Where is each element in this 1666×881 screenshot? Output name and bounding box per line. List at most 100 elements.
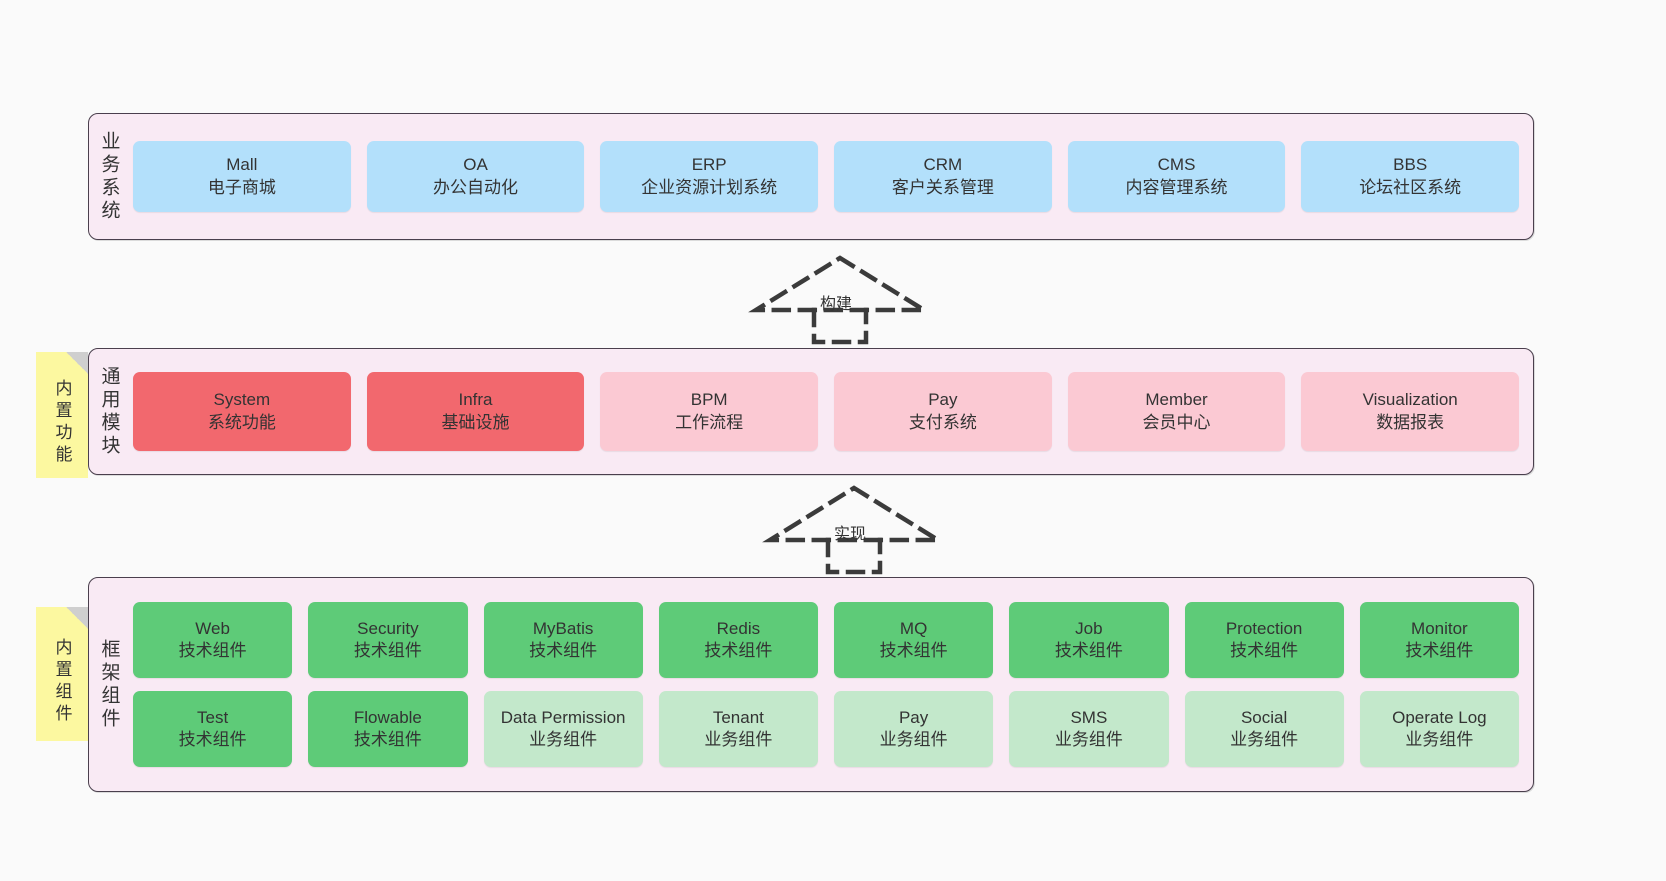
card-flowable[interactable]: Flowable 技术组件 <box>308 691 468 767</box>
card-subtitle: 业务组件 <box>1230 730 1299 749</box>
card-subtitle: 系统功能 <box>207 412 276 432</box>
layer-common-modules[interactable]: 通用模块 System 系统功能 Infra 基础设施 BPM 工作流程 Pay… <box>88 348 1534 475</box>
generalization-arrow-icon <box>748 255 932 345</box>
card-subtitle: 会员中心 <box>1142 412 1211 432</box>
card-title: ERP <box>691 155 727 175</box>
card-crm[interactable]: CRM 客户关系管理 <box>834 141 1052 212</box>
card-title: OA <box>463 155 488 175</box>
card-title: Social <box>1240 707 1288 727</box>
connector-build: 构建 <box>748 254 932 345</box>
card-title: Web <box>195 618 230 638</box>
card-row: Test 技术组件 Flowable 技术组件 Data Permission … <box>133 691 1519 767</box>
card-title: System <box>213 390 271 410</box>
card-title: Job <box>1075 618 1103 638</box>
card-subtitle: 客户关系管理 <box>891 177 994 197</box>
card-tenant[interactable]: Tenant 业务组件 <box>658 691 818 767</box>
layer-title-frame: 框架组件 <box>98 638 120 731</box>
card-title: CRM <box>923 155 963 175</box>
card-subtitle: 业务组件 <box>879 730 948 749</box>
card-row: Web 技术组件 Security 技术组件 MyBatis 技术组件 Redi… <box>133 602 1519 678</box>
card-mall[interactable]: Mall 电子商城 <box>133 141 351 212</box>
layer-business-systems[interactable]: 业务系统 Mall 电子商城 OA 办公自动化 ERP 企业资源计划系统 CRM… <box>88 113 1534 240</box>
card-title: MyBatis <box>532 618 594 638</box>
folded-corner-icon <box>66 607 88 629</box>
connector-implement: 实现 <box>762 484 946 575</box>
card-subtitle: 技术组件 <box>1054 641 1123 660</box>
card-title: Member <box>1145 390 1208 410</box>
card-test[interactable]: Test 技术组件 <box>133 691 293 767</box>
layer-body-common: System 系统功能 Infra 基础设施 BPM 工作流程 Pay 支付系统… <box>129 349 1533 474</box>
card-title: Monitor <box>1411 618 1468 638</box>
sticky-note-builtin-component[interactable]: 内置组件 <box>36 607 88 741</box>
card-erp[interactable]: ERP 企业资源计划系统 <box>600 141 819 212</box>
card-mybatis[interactable]: MyBatis 技术组件 <box>483 602 643 678</box>
card-social[interactable]: Social 业务组件 <box>1184 691 1344 767</box>
card-oa[interactable]: OA 办公自动化 <box>366 141 585 212</box>
layer-framework-components[interactable]: 框架组件 Web 技术组件 Security 技术组件 MyBatis 技术组件… <box>88 577 1534 792</box>
connector-label-build: 构建 <box>820 296 853 313</box>
card-subtitle: 技术组件 <box>704 641 773 660</box>
card-row: Mall 电子商城 OA 办公自动化 ERP 企业资源计划系统 CRM 客户关系… <box>133 141 1520 212</box>
card-sms[interactable]: SMS 业务组件 <box>1009 691 1169 767</box>
card-pay-business[interactable]: Pay 业务组件 <box>834 691 994 767</box>
card-bbs[interactable]: BBS 论坛社区系统 <box>1301 141 1520 212</box>
card-subtitle: 技术组件 <box>178 730 247 749</box>
card-job[interactable]: Job 技术组件 <box>1009 602 1169 678</box>
card-web[interactable]: Web 技术组件 <box>133 602 293 678</box>
card-subtitle: 企业资源计划系统 <box>641 177 778 197</box>
sticky-note-label: 内置功能 <box>52 379 72 467</box>
card-subtitle: 业务组件 <box>1405 730 1474 749</box>
card-visualization[interactable]: Visualization 数据报表 <box>1301 372 1520 451</box>
card-row: System 系统功能 Infra 基础设施 BPM 工作流程 Pay 支付系统… <box>133 372 1520 451</box>
card-title: Pay <box>898 707 929 727</box>
card-subtitle: 技术组件 <box>353 730 422 749</box>
card-subtitle: 基础设施 <box>441 412 510 432</box>
card-title: Data Permission <box>500 707 626 727</box>
card-subtitle: 电子商城 <box>207 177 276 197</box>
sticky-note-label: 内置组件 <box>52 638 72 726</box>
card-title: CMS <box>1157 155 1196 175</box>
card-monitor[interactable]: Monitor 技术组件 <box>1359 602 1519 678</box>
card-subtitle: 论坛社区系统 <box>1359 177 1462 197</box>
card-title: Flowable <box>353 707 422 727</box>
card-subtitle: 业务组件 <box>1054 730 1123 749</box>
card-title: Infra <box>458 390 493 410</box>
card-security[interactable]: Security 技术组件 <box>308 602 468 678</box>
generalization-arrow-icon <box>762 485 946 575</box>
card-cms[interactable]: CMS 内容管理系统 <box>1067 141 1286 212</box>
card-title: SMS <box>1070 707 1108 727</box>
connector-label-implement: 实现 <box>834 526 867 543</box>
card-title: Test <box>197 707 229 727</box>
folded-corner-icon <box>66 352 88 374</box>
card-subtitle: 办公自动化 <box>433 177 518 197</box>
card-title: Tenant <box>712 707 764 727</box>
card-system[interactable]: System 系统功能 <box>133 372 351 451</box>
layer-body-business: Mall 电子商城 OA 办公自动化 ERP 企业资源计划系统 CRM 客户关系… <box>129 114 1533 239</box>
card-title: Visualization <box>1362 390 1458 410</box>
card-mq[interactable]: MQ 技术组件 <box>834 602 994 678</box>
card-pay[interactable]: Pay 支付系统 <box>834 372 1052 451</box>
card-subtitle: 技术组件 <box>1230 641 1299 660</box>
card-member[interactable]: Member 会员中心 <box>1067 372 1286 451</box>
card-title: Security <box>357 618 419 638</box>
card-subtitle: 技术组件 <box>1405 641 1474 660</box>
card-subtitle: 技术组件 <box>879 641 948 660</box>
card-bpm[interactable]: BPM 工作流程 <box>600 372 819 451</box>
card-data-permission[interactable]: Data Permission 业务组件 <box>483 691 643 767</box>
card-subtitle: 技术组件 <box>178 641 247 660</box>
card-title: Mall <box>226 155 258 175</box>
card-title: Pay <box>928 390 958 410</box>
card-subtitle: 数据报表 <box>1376 412 1445 432</box>
card-title: MQ <box>899 618 928 638</box>
card-subtitle: 支付系统 <box>908 412 977 432</box>
layer-body-frame: Web 技术组件 Security 技术组件 MyBatis 技术组件 Redi… <box>129 578 1533 791</box>
card-subtitle: 技术组件 <box>353 641 422 660</box>
card-title: BPM <box>690 390 728 410</box>
sticky-note-builtin-function[interactable]: 内置功能 <box>36 352 88 478</box>
card-infra[interactable]: Infra 基础设施 <box>366 372 585 451</box>
card-subtitle: 内容管理系统 <box>1125 177 1228 197</box>
card-operate-log[interactable]: Operate Log 业务组件 <box>1359 691 1519 767</box>
card-protection[interactable]: Protection 技术组件 <box>1184 602 1344 678</box>
card-redis[interactable]: Redis 技术组件 <box>658 602 818 678</box>
